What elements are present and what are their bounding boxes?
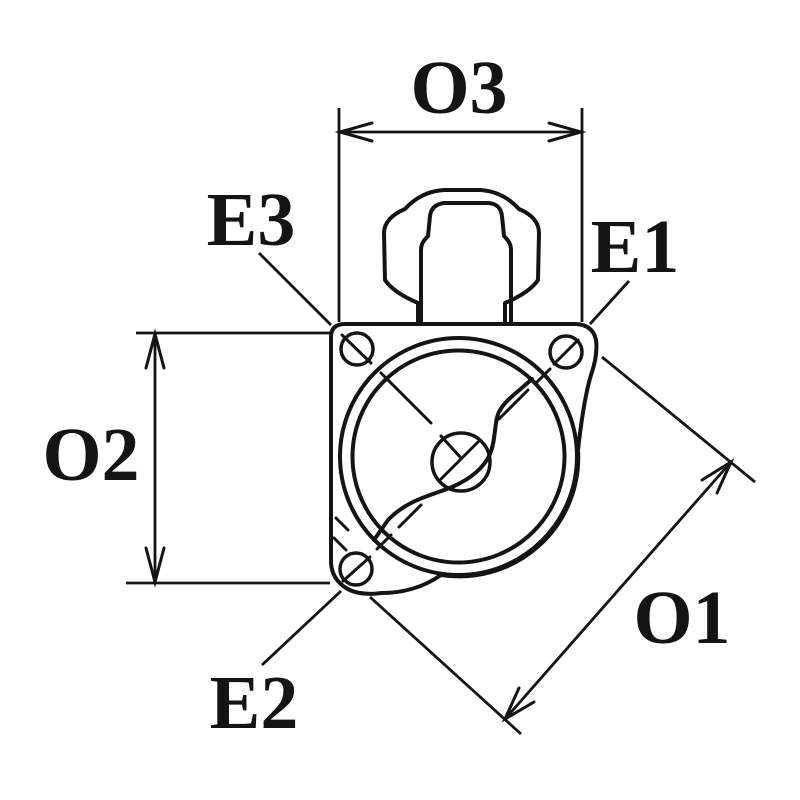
dimension-O3: O3 bbox=[334, 46, 587, 322]
flange-body bbox=[329, 188, 599, 596]
centerline-slash-top-right-hole bbox=[552, 338, 580, 366]
centerline-dash bbox=[334, 516, 350, 532]
bolt-hole-top-right bbox=[548, 334, 584, 370]
centerline-slash-top-left-hole bbox=[340, 333, 373, 365]
arrowhead-right bbox=[547, 121, 587, 143]
centerline-dash bbox=[534, 367, 552, 385]
pilot-circle-inner bbox=[350, 348, 567, 565]
housing-web-curve bbox=[372, 377, 534, 542]
dimension-label-O3: O3 bbox=[410, 46, 507, 130]
bolt-hole-bottom-left bbox=[338, 551, 374, 587]
callout-E1: E1 bbox=[588, 205, 680, 325]
bolt-hole-top-left bbox=[339, 331, 375, 367]
shaft-circle bbox=[430, 431, 492, 493]
centerline-dash bbox=[497, 388, 530, 421]
callout-label-E3: E3 bbox=[207, 178, 296, 262]
solenoid-outline-inner bbox=[419, 201, 513, 326]
dimension-label-O2: O2 bbox=[42, 413, 139, 497]
extension-line bbox=[369, 595, 522, 736]
centerline-slash-bottom-left-hole bbox=[341, 555, 372, 583]
dimension-line bbox=[503, 461, 733, 720]
centerline-dash bbox=[397, 503, 423, 529]
arrowhead-down bbox=[144, 546, 166, 588]
centerlines bbox=[332, 333, 580, 583]
callout-label-E1: E1 bbox=[591, 205, 680, 289]
leader-line bbox=[588, 280, 631, 325]
centerline-dash bbox=[439, 434, 463, 460]
arrowhead-up bbox=[144, 328, 166, 370]
callout-E3: E3 bbox=[207, 178, 332, 326]
centerline-dash bbox=[332, 536, 348, 552]
solenoid-outline-outer bbox=[382, 188, 541, 326]
arrowhead-left bbox=[334, 121, 374, 143]
callout-E2: E2 bbox=[210, 589, 342, 745]
leader-line bbox=[261, 589, 342, 667]
pilot-circle-outer bbox=[338, 336, 579, 577]
arrowhead-lower bbox=[501, 686, 536, 723]
dimension-label-O1: O1 bbox=[633, 576, 730, 660]
callout-label-E2: E2 bbox=[210, 661, 299, 745]
arrowhead-upper bbox=[700, 458, 735, 495]
leader-line bbox=[258, 252, 332, 326]
centerline-dash bbox=[379, 371, 433, 425]
dimension-O1: O1 bbox=[369, 355, 756, 736]
centerline-dash bbox=[438, 440, 480, 482]
centerline-dash bbox=[375, 533, 393, 551]
dimension-O2: O2 bbox=[42, 328, 332, 588]
